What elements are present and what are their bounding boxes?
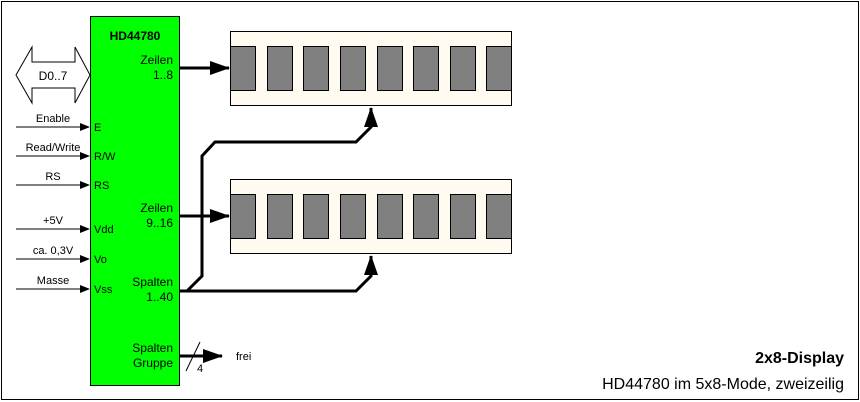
char-cell (413, 46, 439, 91)
group-target: frei (236, 351, 251, 363)
char-cell (303, 46, 329, 91)
char-cell (377, 46, 403, 91)
connections (180, 61, 378, 363)
char-cell (267, 194, 293, 239)
char-cell (486, 46, 512, 91)
pin-label: Vss (94, 284, 113, 296)
group-width: 4 (197, 363, 203, 375)
bus-label: D0..7 (39, 69, 68, 83)
pin-label: RS (94, 180, 109, 192)
pin-label: E (94, 122, 101, 134)
char-cell (377, 194, 403, 239)
input-signal-label: +5V (43, 215, 64, 227)
out-gruppe-l2: Gruppe (133, 356, 173, 370)
display-row-2 (230, 179, 512, 254)
char-cell (340, 194, 366, 239)
char-cell (450, 46, 476, 91)
columns-line-top (185, 107, 378, 293)
pin-label: Vdd (94, 224, 114, 236)
display-row-1 (230, 31, 512, 106)
displays (230, 31, 512, 254)
input-signal-label: RS (45, 171, 60, 183)
caption-title: 2x8-Display (755, 350, 844, 367)
char-cell (303, 194, 329, 239)
char-cell (340, 46, 366, 91)
char-cell (230, 46, 256, 91)
char-cell (230, 194, 256, 239)
input-signal-label: Read/Write (26, 142, 81, 154)
char-cell (413, 194, 439, 239)
out-zeilen2-l1: Zeilen (140, 201, 173, 215)
data-bus-arrow (15, 45, 91, 105)
out-zeilen2-l2: 9..16 (146, 216, 173, 230)
chip-title: HD44780 (110, 29, 161, 43)
output-labels: Zeilen 1..8 Zeilen 9..16 Spalten 1..40 S… (132, 53, 173, 370)
columns-line-bottom (180, 255, 378, 293)
char-cell (267, 46, 293, 91)
pin-label: Vo (94, 254, 107, 266)
out-zeilen1-l1: Zeilen (140, 53, 173, 67)
input-signal-label: ca. 0,3V (33, 245, 74, 257)
hd44780-chip (90, 16, 180, 386)
input-signal-label: Enable (36, 113, 70, 125)
out-spalten-l1: Spalten (132, 275, 173, 289)
out-gruppe-l1: Spalten (132, 341, 173, 355)
bus-slash (185, 341, 201, 372)
caption-subtitle: HD44780 im 5x8-Mode, zweizeilig (602, 376, 844, 393)
out-zeilen1-l2: 1..8 (153, 68, 173, 82)
char-cell (486, 194, 512, 239)
pin-label: R/W (94, 151, 116, 163)
input-signal-label: Masse (37, 275, 69, 287)
char-cell (450, 194, 476, 239)
out-spalten-l2: 1..40 (146, 290, 173, 304)
